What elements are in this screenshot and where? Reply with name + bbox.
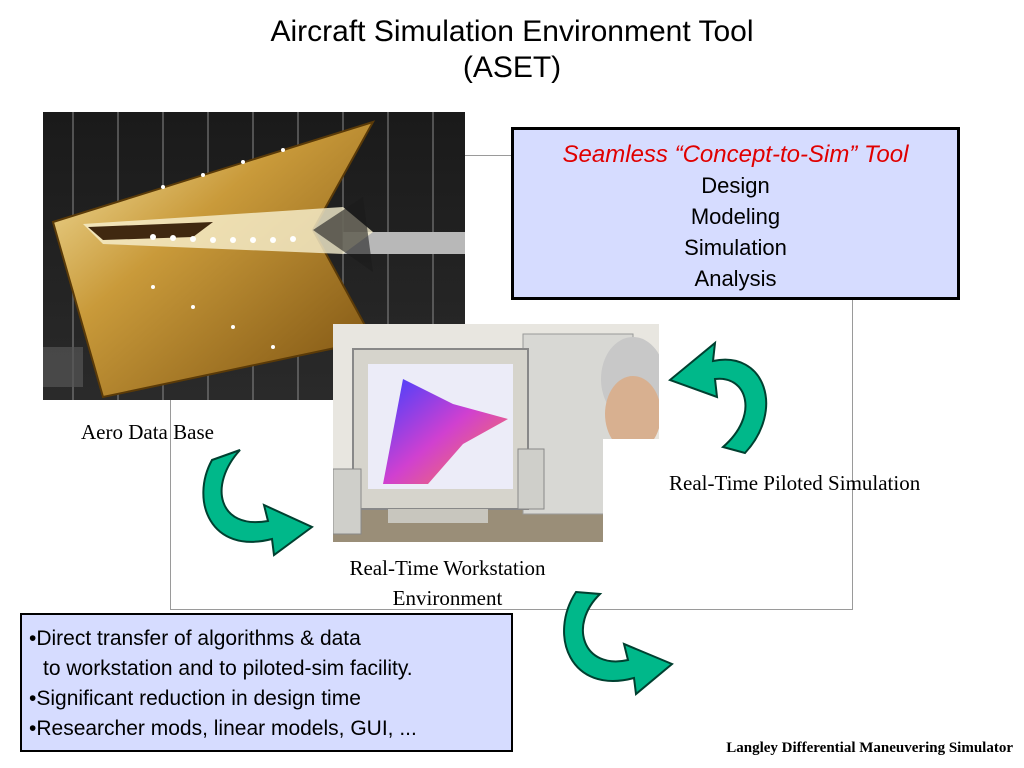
bullet-item: •Researcher mods, linear models, GUI, ..… <box>29 717 417 740</box>
concept-to-sim-box: Seamless “Concept-to-Sim” Tool Design Mo… <box>511 127 960 300</box>
title-line-1: Aircraft Simulation Environment Tool <box>270 15 754 48</box>
bullet-item-continuation: to workstation and to piloted-sim facili… <box>43 657 413 680</box>
concept-item-modeling: Modeling <box>690 204 781 229</box>
concept-item-design: Design <box>701 173 770 198</box>
bullet-item: •Significant reduction in design time <box>29 687 361 710</box>
footer-caption: Langley Differential Maneuvering Simulat… <box>726 740 1013 756</box>
aero-data-base-label: Aero Data Base <box>81 420 214 444</box>
page-title: Aircraft Simulation Environment Tool (AS… <box>0 14 1024 86</box>
piloted-simulation-label: Real-Time Piloted Simulation <box>669 471 921 495</box>
workstation-label-line-2: Environment <box>392 586 503 610</box>
curved-arrow-icon <box>202 449 314 557</box>
title-line-2: (ASET) <box>462 51 562 84</box>
bullet-item: •Direct transfer of algorithms & data <box>29 627 361 650</box>
concept-heading: Seamless “Concept-to-Sim” Tool <box>562 141 909 168</box>
concept-item-simulation: Simulation <box>684 235 787 260</box>
workstation-label-line-1: Real-Time Workstation <box>349 556 546 580</box>
benefits-box: •Direct transfer of algorithms & data to… <box>20 613 513 752</box>
workstation-label: Real-Time Workstation Environment <box>300 553 595 613</box>
workstation-photo <box>333 324 659 542</box>
curved-arrow-icon <box>668 340 768 455</box>
curved-arrow-icon <box>563 590 674 696</box>
concept-item-analysis: Analysis <box>694 266 777 291</box>
